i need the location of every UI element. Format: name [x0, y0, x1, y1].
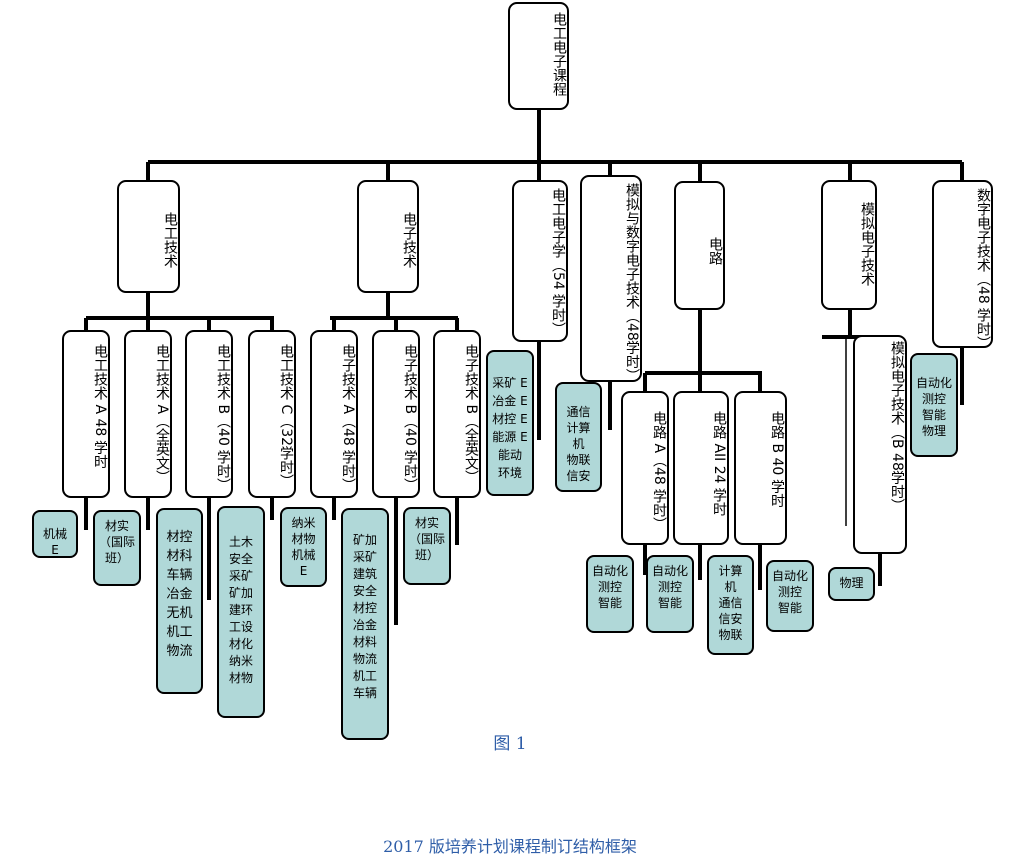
category-dl: 电路 — [674, 181, 725, 310]
major-group: 材实 （国际 班） — [93, 510, 141, 586]
major-group: 自动化 测控 智能 — [586, 555, 634, 633]
major-label: 自动化 测控 智能 — [772, 569, 809, 615]
major-label: 计算机 通信 信安 物联 — [718, 564, 743, 642]
major-label: 采矿 E 冶金 E 材控 E 能源 E 能动 环境 — [492, 376, 528, 480]
category-mndz: 模拟电子技术 — [821, 180, 877, 310]
course-dzjs-b-en: 电子技术 B（全英文） — [433, 330, 481, 498]
major-group: 采矿 E 冶金 E 材控 E 能源 E 能动 环境 — [486, 350, 534, 496]
course-dl-a: 电路 A（48 学时） — [621, 391, 669, 545]
course-dgjs-a: 电工技术 A 48 学时 — [62, 330, 110, 498]
major-label: 自动化 测控 智能 — [652, 564, 689, 610]
course-label: 模拟电子技术（B 48学时） — [889, 341, 905, 513]
course-dgjs-b: 电工技术 B（40 学时） — [185, 330, 233, 498]
major-label: 自动化 测控 智能 物理 — [916, 376, 953, 438]
course-label: 电子技术 B（40 学时） — [402, 344, 418, 493]
major-group: 物理 — [828, 567, 875, 601]
root-node: 电工电子课程 — [508, 2, 569, 110]
course-label: 电子技术 B（全英文） — [463, 344, 479, 485]
category-label: 电子技术 — [401, 212, 417, 268]
category-label: 模拟与数字电子技术（48学时） — [624, 183, 640, 383]
course-label: 电工技术 A（全英文） — [154, 344, 170, 485]
major-group: 自动化 测控 智能 — [766, 560, 814, 632]
major-group: 通信 计算机 物联 信安 — [555, 382, 602, 492]
course-label: 电路 AII 24 学时 — [711, 411, 727, 516]
major-label: 机械 E — [42, 527, 67, 557]
course-label: 电工技术 A 48 学时 — [92, 344, 108, 469]
course-label: 电工技术 C（32学时） — [278, 344, 294, 489]
course-dgjs-c: 电工技术 C（32学时） — [248, 330, 296, 498]
major-label: 材实 （国际 班） — [409, 516, 446, 562]
course-mndz-b: 模拟电子技术（B 48学时） — [853, 335, 907, 554]
figure-label: 图 1 — [493, 734, 527, 754]
major-label: 纳米 材物 机械 E — [291, 516, 316, 578]
major-group: 土木 安全 采矿 矿加 建环 工设 材化 纳米 材物 — [217, 506, 265, 718]
category-szdz: 数字电子技术（48 学时） — [932, 180, 993, 351]
major-group: 矿加 采矿 建筑 安全 材控 冶金 材料 物流 机工 车辆 — [341, 508, 389, 740]
major-label: 材控 材科 车辆 冶金 无机 机工 物流 — [166, 530, 193, 659]
course-dl-b: 电路 B 40 学时 — [734, 391, 787, 545]
course-label: 电子技术 A（48 学时） — [340, 344, 356, 493]
category-label: 电工技术 — [162, 212, 178, 268]
major-label: 材实 （国际 班） — [99, 519, 136, 565]
major-label: 自动化 测控 智能 — [592, 564, 629, 610]
course-label: 电路 A（48 学时） — [651, 411, 667, 532]
major-group: 材实 （国际 班） — [403, 507, 451, 585]
course-dzjs-b: 电子技术 B（40 学时） — [372, 330, 420, 498]
course-label: 电工技术 B（40 学时） — [215, 344, 231, 493]
major-label: 土木 安全 采矿 矿加 建环 工设 材化 纳米 材物 — [228, 535, 253, 685]
course-label: 电路 B 40 学时 — [769, 411, 785, 508]
category-label: 电路 — [707, 237, 723, 265]
course-dzjs-a: 电子技术 A（48 学时） — [310, 330, 358, 498]
category-label: 模拟电子技术 — [859, 202, 875, 286]
major-group: 计算机 通信 信安 物联 — [707, 555, 754, 655]
category-dzjs: 电子技术 — [357, 180, 419, 293]
figure-caption: 2017 版培养计划课程制订结构框架 — [383, 837, 637, 856]
major-label: 矿加 采矿 建筑 安全 材控 冶金 材料 物流 机工 车辆 — [352, 533, 377, 700]
major-group: 自动化 测控 智能 物理 — [910, 353, 958, 457]
root-label: 电工电子课程 — [551, 12, 567, 96]
major-group: 纳米 材物 机械 E — [280, 507, 327, 587]
category-mnysz: 模拟与数字电子技术（48学时） — [580, 175, 642, 383]
major-group: 机械 E — [32, 510, 78, 558]
course-dl-a2: 电路 AII 24 学时 — [673, 391, 729, 545]
category-label: 电工电子学（54 学时） — [550, 188, 566, 337]
category-label: 数字电子技术（48 学时） — [975, 188, 991, 351]
category-dgdzx: 电工电子学（54 学时） — [512, 180, 568, 342]
major-group: 材控 材科 车辆 冶金 无机 机工 物流 — [156, 508, 203, 694]
major-label: 通信 计算机 物联 信安 — [566, 405, 591, 483]
course-dgjs-a-en: 电工技术 A（全英文） — [124, 330, 172, 498]
category-dgjs: 电工技术 — [117, 180, 180, 293]
major-label: 物理 — [839, 576, 864, 590]
major-group: 自动化 测控 智能 — [646, 555, 694, 633]
